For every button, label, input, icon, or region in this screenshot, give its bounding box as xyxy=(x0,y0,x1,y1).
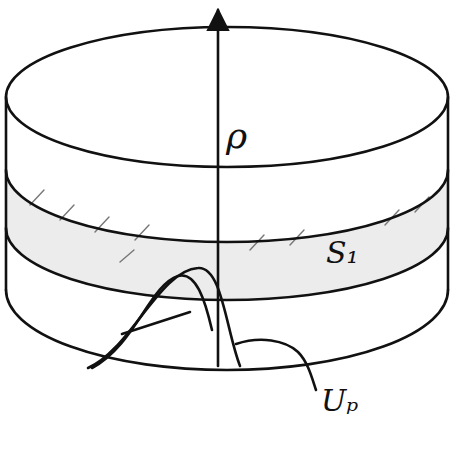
radius-line xyxy=(122,312,190,334)
bell-curve xyxy=(88,268,240,368)
bottom-edge xyxy=(6,290,448,370)
band-shade xyxy=(6,170,448,300)
axis-arrow xyxy=(217,10,220,366)
leader-line xyxy=(236,340,316,390)
top-face xyxy=(6,27,448,167)
side-wall xyxy=(5,97,8,290)
band-edge xyxy=(6,170,448,242)
curve-label: Uₚ xyxy=(321,386,358,416)
axis-label: ρ xyxy=(226,118,247,154)
side-wall xyxy=(447,97,450,290)
surface-label: S₁ xyxy=(326,238,359,268)
band-edge xyxy=(6,228,448,300)
bell-curve xyxy=(92,275,212,368)
